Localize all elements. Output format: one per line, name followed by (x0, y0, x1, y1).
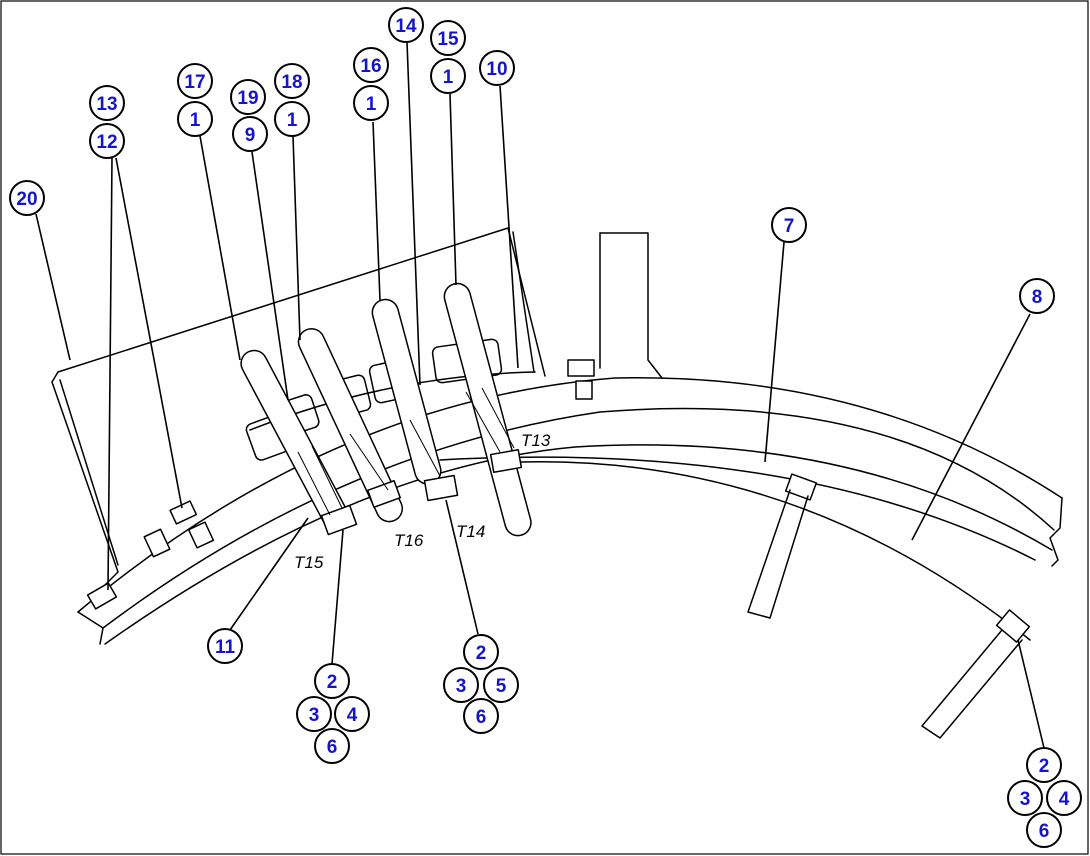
control-handles (240, 282, 532, 537)
svg-text:3: 3 (456, 676, 467, 697)
svg-text:1: 1 (366, 94, 377, 115)
svg-text:1: 1 (287, 110, 298, 131)
callout-14: 14 (388, 7, 424, 43)
svg-text:1: 1 (443, 67, 454, 88)
svg-text:2: 2 (1039, 756, 1050, 777)
callout-group2-5: 5 (483, 667, 519, 703)
callout-group3-4: 4 (1046, 780, 1082, 816)
callout-9: 9 (232, 116, 268, 152)
svg-text:6: 6 (476, 707, 487, 728)
tube-clamps (747, 473, 1031, 739)
mounting-post (567, 232, 663, 400)
callout-group2-2: 2 (463, 634, 499, 670)
svg-text:5: 5 (496, 676, 507, 697)
callout-17: 17 (177, 63, 213, 99)
svg-text:4: 4 (1059, 789, 1070, 810)
callout-group3-6: 6 (1026, 812, 1062, 848)
callout-group1-3: 3 (296, 696, 332, 732)
svg-text:14: 14 (395, 16, 417, 37)
svg-text:7: 7 (784, 216, 795, 237)
svg-text:2: 2 (476, 643, 487, 664)
callout-group3-2: 2 (1026, 747, 1062, 783)
callout-18-qty: 1 (274, 101, 310, 137)
callout-group2-3: 3 (443, 667, 479, 703)
callout-15-qty: 1 (430, 58, 466, 94)
svg-text:10: 10 (486, 59, 507, 80)
svg-text:19: 19 (237, 88, 258, 109)
svg-text:11: 11 (215, 637, 236, 658)
svg-text:12: 12 (96, 132, 117, 153)
callouts: 13 12 20 17 1 19 9 18 1 16 1 14 15 1 10 … (9, 7, 1082, 848)
callout-12: 12 (89, 123, 125, 159)
svg-text:1: 1 (190, 110, 201, 131)
bracket-cover (51, 227, 546, 610)
svg-text:2: 2 (327, 672, 338, 693)
svg-text:17: 17 (184, 72, 205, 93)
tube-fittings (297, 387, 523, 536)
callout-20: 20 (9, 180, 45, 216)
callout-8: 8 (1019, 278, 1055, 314)
callout-group1-2: 2 (314, 663, 350, 699)
frame-rail (77, 376, 1063, 645)
svg-text:9: 9 (245, 125, 256, 146)
callout-17-qty: 1 (177, 101, 213, 137)
callout-10: 10 (479, 50, 515, 86)
callout-13: 13 (89, 85, 125, 121)
svg-text:16: 16 (360, 56, 381, 77)
leader-lines (35, 41, 1045, 749)
svg-text:13: 13 (96, 94, 117, 115)
tube-label-t15: T15 (294, 553, 324, 572)
svg-text:18: 18 (281, 72, 302, 93)
svg-text:8: 8 (1032, 287, 1043, 308)
tube-label-t16: T16 (394, 531, 424, 550)
callout-11: 11 (207, 628, 243, 664)
svg-text:6: 6 (1039, 821, 1050, 842)
callout-group1-6: 6 (314, 728, 350, 764)
svg-text:4: 4 (347, 705, 358, 726)
svg-text:3: 3 (1020, 789, 1031, 810)
callout-18: 18 (274, 63, 310, 99)
svg-text:3: 3 (309, 705, 320, 726)
tube-label-t13: T13 (521, 431, 551, 450)
callout-15: 15 (430, 20, 466, 56)
tube-label-t14: T14 (456, 522, 485, 541)
svg-text:15: 15 (437, 29, 459, 50)
callout-group2-6: 6 (463, 698, 499, 734)
callout-group1-4: 4 (334, 696, 370, 732)
tube-labels: T13 T14 T15 T16 (294, 431, 551, 572)
callout-7: 7 (771, 207, 807, 243)
callout-16-qty: 1 (353, 85, 389, 121)
callout-16: 16 (353, 47, 389, 83)
callout-group3-3: 3 (1007, 780, 1043, 816)
svg-text:6: 6 (327, 737, 338, 758)
callout-19: 19 (230, 79, 266, 115)
svg-text:20: 20 (16, 189, 37, 210)
